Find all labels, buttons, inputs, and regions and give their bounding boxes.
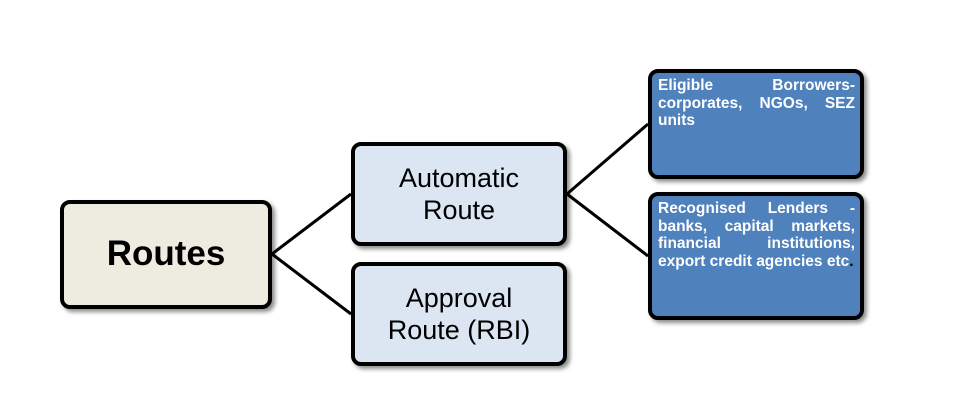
approval-route-node: Approval Route (RBI)	[351, 262, 567, 366]
recognised-lenders-period: .	[849, 252, 854, 270]
approval-route-line2: Route (RBI)	[387, 315, 531, 345]
recognised-lenders-text: Recognised Lenders - banks, capital mark…	[658, 200, 855, 270]
connector-routes-to-automatic	[271, 192, 352, 256]
eligible-borrowers-node: Eligible Borrowers- corporates, NGOs, SE…	[648, 69, 864, 179]
recognised-lenders-node: Recognised Lenders - banks, capital mark…	[648, 192, 864, 320]
routes-node: Routes	[60, 200, 272, 309]
automatic-route-label: Automatic Route	[399, 162, 519, 227]
automatic-route-line1: Automatic	[398, 162, 520, 193]
recognised-lenders-paragraph: Recognised Lenders - banks, capital mark…	[658, 200, 855, 270]
approval-route-label: Approval Route (RBI)	[388, 282, 531, 347]
routes-label: Routes	[106, 234, 226, 274]
automatic-route-node: Automatic Route	[351, 142, 567, 246]
automatic-route-line2: Route	[422, 195, 496, 225]
approval-route-line1: Approval	[405, 282, 513, 313]
connector-routes-to-approval	[271, 252, 352, 316]
connector-automatic-to-lenders	[566, 192, 649, 258]
connector-automatic-to-borrowers	[566, 122, 649, 196]
eligible-borrowers-text: Eligible Borrowers- corporates, NGOs, SE…	[658, 77, 855, 129]
